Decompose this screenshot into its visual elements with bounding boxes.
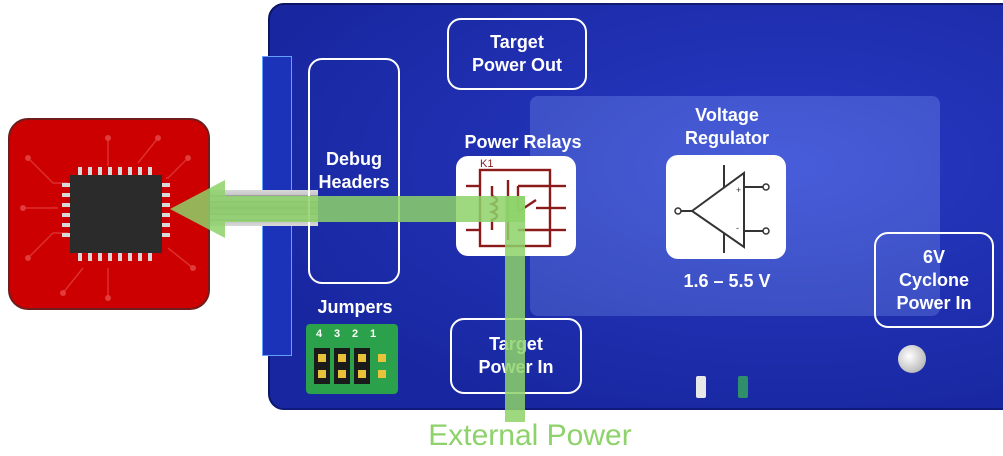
regulator-minus: - xyxy=(736,223,739,233)
power-relays-label: Power Relays xyxy=(464,132,582,152)
jumpers-label: Jumpers xyxy=(317,297,393,317)
microcontroller-chip-icon xyxy=(62,167,170,261)
power-jack xyxy=(898,345,926,373)
voltage-regulator-label: Voltage Regulator xyxy=(684,105,769,148)
jumper-number: 3 xyxy=(333,328,341,340)
cyclone-power-in-box: 6V Cyclone Power In xyxy=(874,232,994,328)
jumper-number: 1 xyxy=(369,328,377,340)
debug-headers-box: Debug Headers xyxy=(308,58,400,284)
target-power-out-box: Target Power Out xyxy=(447,18,587,90)
jumper-number: 2 xyxy=(351,328,359,340)
relay-designator: K1 xyxy=(480,158,493,170)
voltage-range-label: 1.6 – 5.5 V xyxy=(683,271,771,291)
board-tab-right xyxy=(738,376,748,398)
op-amp-regulator-icon: + - xyxy=(674,165,770,253)
pcb-traces xyxy=(20,135,196,301)
regulator-plus: + xyxy=(736,185,741,195)
board-tab-left xyxy=(696,376,706,398)
jumper-pins-icon xyxy=(314,348,386,384)
regulator-tile xyxy=(666,155,786,259)
jumper-numbers: 4 3 2 1 xyxy=(314,328,394,340)
jumper-number: 4 xyxy=(315,328,323,340)
external-power-label: External Power xyxy=(428,419,632,452)
